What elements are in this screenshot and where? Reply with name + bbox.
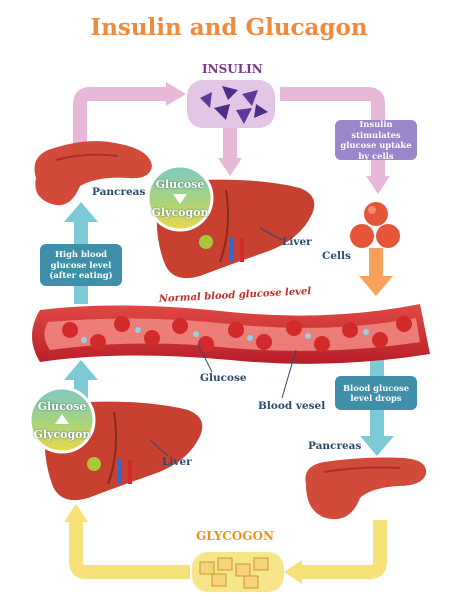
liver-bottom-label: Liver [162,456,192,468]
red-blood-cells [62,316,412,352]
orange-arrow [359,248,393,296]
liver-top-label: Liver [282,236,312,248]
circle-bottom-from: Glucose [37,400,87,413]
leader-lines [149,227,297,457]
page-title: Insulin and Glucagon [90,14,368,41]
insulin-pathway [73,82,390,194]
blood-vessel [32,304,430,364]
blood-vessel-label: Blood vesel [258,400,326,412]
pancreas-top-label: Pancreas [92,186,146,198]
pancreas-top [34,141,152,206]
glycogon-pathway [64,504,387,584]
level-drops-box: Blood glucose level drops [335,376,417,410]
conversion-circle-top [146,164,214,232]
glycogon-label: GLYCOGON [196,529,274,543]
insulin-stimulates-box: Insulin stimulates glucose uptake by cel… [335,119,417,161]
insulin-crystals [187,80,275,128]
circle-bottom-to: Glycogon [33,428,91,441]
insulin-label: INSULIN [202,62,263,76]
glucose-label: Glucose [200,372,247,384]
glucose-dots [81,327,369,343]
pancreas-bottom [305,457,427,520]
cells-cluster [350,202,400,248]
conversion-circle-bottom [28,386,96,454]
circle-top-to: Glycogon [151,206,209,219]
cells-label: Cells [322,250,351,262]
pancreas-bottom-label: Pancreas [308,440,362,452]
glycogen-crystals [192,552,284,592]
circle-top-from: Glucose [155,178,205,191]
high-glucose-box: High blood glucose level (after eating) [40,244,122,286]
